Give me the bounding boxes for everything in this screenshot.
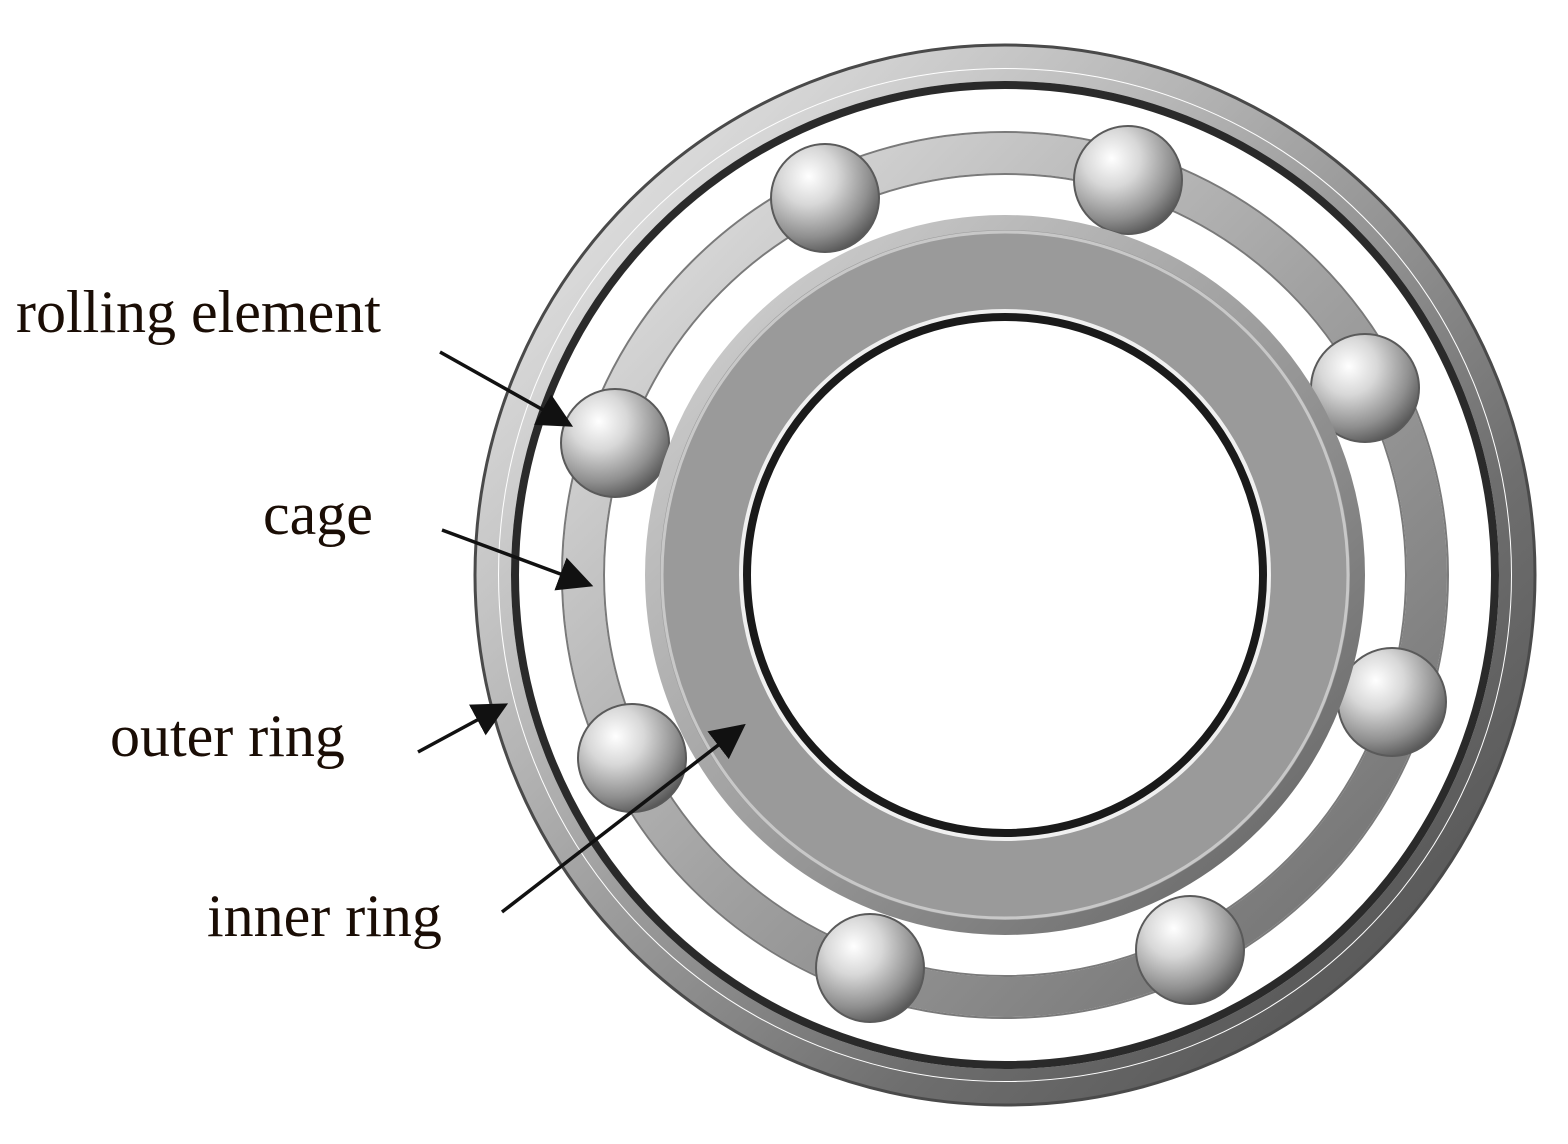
- label-outer-ring: outer ring: [110, 703, 345, 769]
- arrow-cage: [441, 528, 594, 591]
- rolling-element-ball: [560, 388, 670, 498]
- rolling-element-ball: [1073, 125, 1183, 235]
- rolling-element-ball: [1135, 895, 1245, 1005]
- outer-ring: [473, 43, 1537, 1107]
- rolling-element-ball: [815, 913, 925, 1023]
- label-inner-ring: inner ring: [207, 883, 442, 949]
- arrow-outer-ring: [417, 703, 509, 754]
- arrow-inner-ring: [500, 723, 746, 914]
- label-cage: cage: [263, 481, 373, 547]
- label-rolling-element: rolling element: [16, 279, 381, 345]
- arrow-rolling-element: [439, 350, 574, 427]
- rolling-element-ball: [1337, 647, 1447, 757]
- callout-arrows: [417, 350, 746, 914]
- rolling-element-ball: [577, 703, 687, 813]
- rolling-element-ball: [770, 143, 880, 253]
- inner-ring: [645, 215, 1365, 935]
- rolling-elements: [560, 125, 1447, 1023]
